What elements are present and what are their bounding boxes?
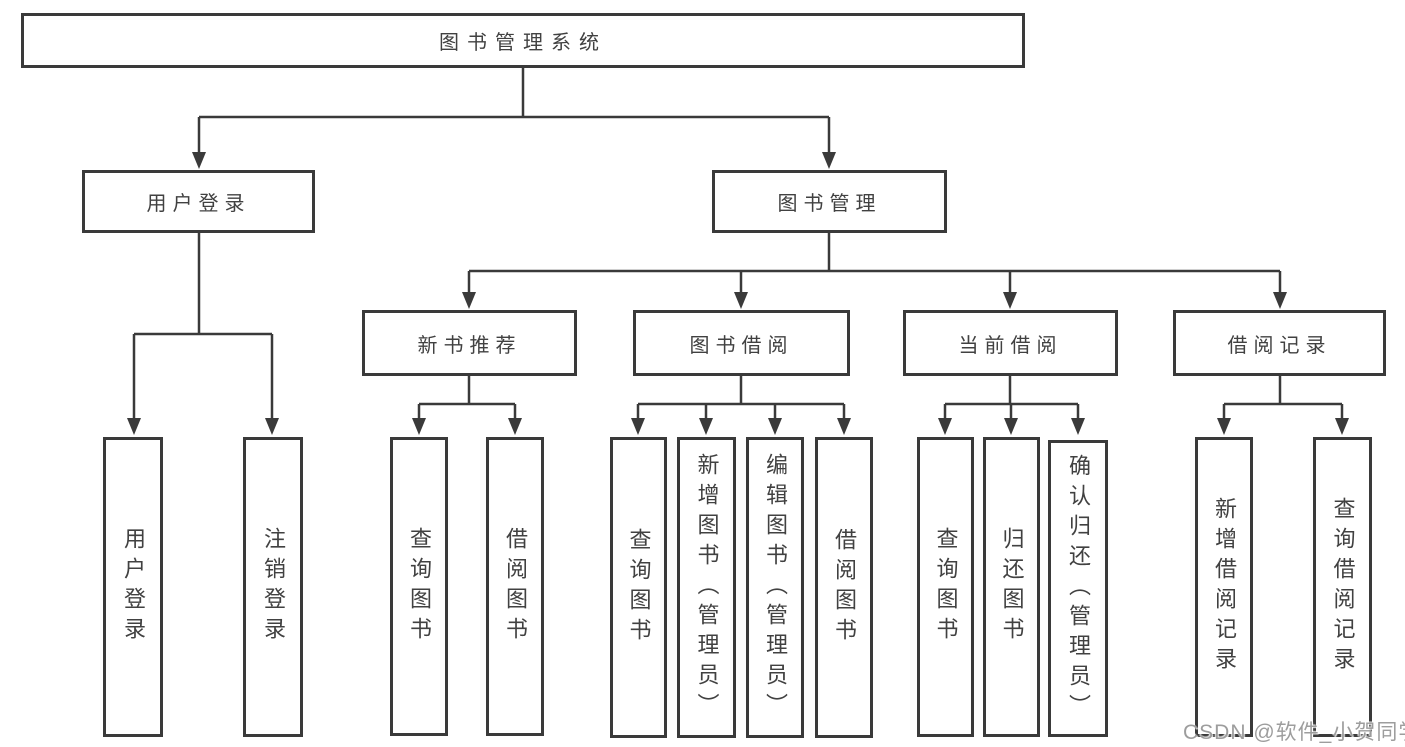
- node-leaf-query-books-current: 查询图书: [917, 437, 974, 737]
- connector-new-book-branch: [417, 376, 517, 418]
- node-label: 确认归还（管理员）: [1066, 453, 1091, 724]
- node-leaf-add-books-admin: 新增图书（管理员）: [677, 437, 736, 738]
- connector-user-login-branch: [132, 233, 274, 418]
- node-label: 借阅记录: [1227, 334, 1332, 357]
- node-label: 查询图书: [407, 526, 432, 647]
- node-leaf-borrow-books-recommend: 借阅图书: [486, 437, 544, 736]
- node-label: 新书推荐: [417, 334, 522, 357]
- node-user-login: 用户登录: [82, 170, 315, 233]
- node-label: 图书管理: [777, 193, 882, 215]
- node-label: 归还图书: [999, 527, 1025, 647]
- node-library-management-system: 图书管理系统: [21, 13, 1025, 68]
- node-borrow-records: 借阅记录: [1173, 310, 1386, 376]
- node-leaf-query-borrow-record: 查询借阅记录: [1313, 437, 1372, 737]
- connector-root-to-level2: [197, 68, 831, 152]
- node-label: 编辑图书（管理员）: [763, 452, 788, 723]
- connector-current-borrow-branch: [943, 376, 1080, 418]
- node-label: 借阅图书: [503, 526, 528, 647]
- node-label: 用户登录: [146, 193, 251, 215]
- csdn-watermark: CSDN @软件_小贺同学: [1183, 721, 1405, 744]
- node-label: 新增图书（管理员）: [694, 452, 720, 723]
- node-label: 注销登录: [261, 527, 286, 647]
- node-label: 新增借阅记录: [1212, 497, 1237, 677]
- node-leaf-borrow-books: 借阅图书: [815, 437, 873, 738]
- node-book-borrow: 图书借阅: [633, 310, 850, 376]
- connector-book-borrow-branch: [636, 376, 846, 418]
- connector-borrow-records-branch: [1222, 376, 1344, 418]
- node-leaf-add-borrow-record: 新增借阅记录: [1195, 437, 1253, 737]
- node-leaf-user-login: 用户登录: [103, 437, 163, 737]
- node-leaf-return-books: 归还图书: [983, 437, 1040, 737]
- node-leaf-confirm-return-admin: 确认归还（管理员）: [1048, 440, 1108, 737]
- node-label: 借阅图书: [832, 527, 857, 648]
- node-label: 图书管理系统: [439, 32, 607, 54]
- node-current-borrow: 当前借阅: [903, 310, 1118, 376]
- node-label: 查询图书: [626, 527, 652, 648]
- node-leaf-query-books-recommend: 查询图书: [390, 437, 448, 736]
- node-label: 图书借阅: [689, 334, 794, 357]
- node-label: 查询图书: [933, 527, 959, 647]
- node-leaf-query-books-borrow: 查询图书: [610, 437, 667, 738]
- node-label: 查询借阅记录: [1330, 497, 1356, 677]
- node-label: 用户登录: [121, 527, 146, 647]
- node-leaf-logout: 注销登录: [243, 437, 303, 737]
- node-new-book-recommend: 新书推荐: [362, 310, 577, 376]
- connector-book-mgmt-branch: [467, 233, 1282, 292]
- node-label: 当前借阅: [958, 334, 1063, 357]
- node-leaf-edit-books-admin: 编辑图书（管理员）: [746, 437, 804, 738]
- node-book-management: 图书管理: [712, 170, 947, 233]
